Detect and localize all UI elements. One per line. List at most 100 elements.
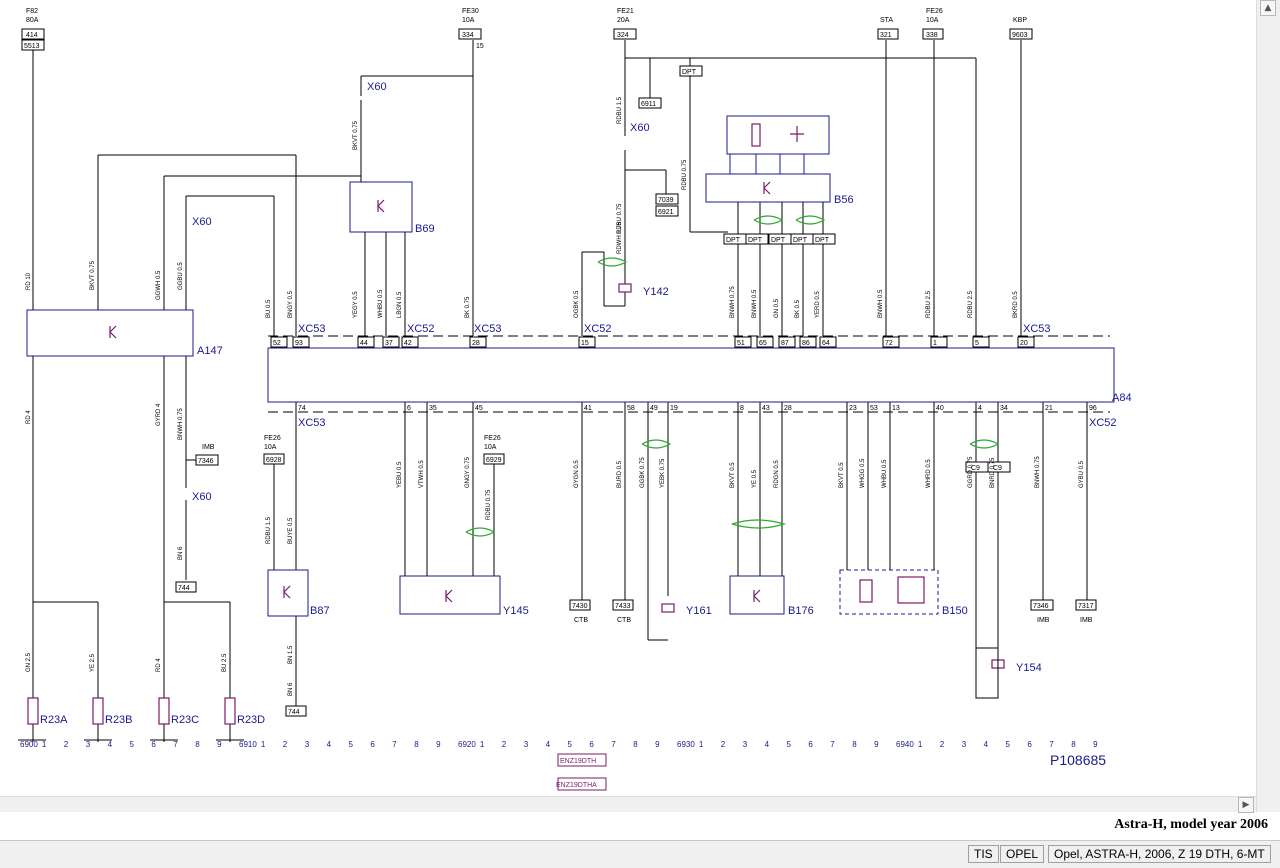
grid-number: 5 bbox=[130, 740, 135, 749]
pin-label: 58 bbox=[627, 405, 635, 412]
dpt-label: DPT bbox=[771, 237, 786, 244]
horizontal-scrollbar[interactable]: ▶ bbox=[0, 796, 1256, 813]
module-b150[interactable]: B150 bbox=[942, 605, 968, 617]
pin-label: 37 bbox=[385, 340, 393, 347]
grid-number: 6910 bbox=[239, 740, 257, 749]
module-y154[interactable]: Y154 bbox=[1016, 662, 1042, 674]
wire-label: RD 4 bbox=[156, 658, 162, 672]
fuse-name: KBP bbox=[1013, 17, 1027, 24]
wire-label: BU 2.5 bbox=[222, 653, 228, 672]
pin-box bbox=[972, 336, 990, 348]
pin-label: 42 bbox=[404, 340, 412, 347]
status-tis: TIS bbox=[968, 845, 999, 863]
pin-label: 87 bbox=[781, 340, 789, 347]
resistor-r23c[interactable]: R23C bbox=[171, 714, 199, 726]
vertical-scrollbar[interactable]: ▲ bbox=[1256, 0, 1280, 812]
grid-number: 7 bbox=[830, 740, 835, 749]
pin-label: 44 bbox=[360, 340, 368, 347]
pin-label: 52 bbox=[273, 340, 281, 347]
dpt-label: DPT bbox=[793, 237, 808, 244]
wire-label: GGBK 0.75 bbox=[640, 457, 646, 488]
ground-ref: 7346 bbox=[198, 458, 214, 465]
fuse-rating: 10A bbox=[462, 17, 475, 24]
resistor-r23d[interactable]: R23D bbox=[237, 714, 265, 726]
pin-box bbox=[799, 336, 817, 348]
status-brand: OPEL bbox=[1000, 845, 1045, 863]
fuse-pin: 15 bbox=[476, 43, 484, 50]
wire-label: WHBU 0.5 bbox=[378, 289, 384, 318]
wire-label: BU 0.5 bbox=[266, 299, 272, 318]
wire-label: WHGG 0.5 bbox=[860, 458, 866, 488]
wire-label: BK 0.5 bbox=[795, 299, 801, 318]
pin-label: 19 bbox=[670, 405, 678, 412]
wire-label: GYGN 0.5 bbox=[574, 460, 580, 488]
pin-box bbox=[756, 336, 774, 348]
module-b87[interactable]: B87 bbox=[310, 605, 330, 617]
module-b56[interactable]: B56 bbox=[834, 194, 854, 206]
pin-label: 5 bbox=[975, 340, 979, 347]
ground-ref: 744 bbox=[288, 709, 300, 716]
wire-label: OGBK 0.5 bbox=[574, 290, 580, 318]
grid-number: 3 bbox=[86, 740, 91, 749]
pin-box bbox=[882, 336, 900, 348]
ground-ref: 6928 bbox=[266, 457, 282, 464]
connector-x60: X60 bbox=[630, 122, 650, 134]
wire-label: GYRD 4 bbox=[156, 403, 162, 426]
wire-label: RDBU 1.5 bbox=[266, 516, 272, 544]
scroll-up-icon[interactable]: ▲ bbox=[1260, 0, 1276, 16]
wire-label: BKVT 0.75 bbox=[353, 120, 359, 150]
grid-number: 9 bbox=[655, 740, 660, 749]
resistor-r23a[interactable]: R23A bbox=[40, 714, 68, 726]
imb-label: IMB bbox=[202, 444, 215, 451]
wire-label: BNWH 0.5 bbox=[752, 289, 758, 318]
pin-box bbox=[357, 336, 375, 348]
grid-number: 6930 bbox=[677, 740, 695, 749]
module-b176[interactable]: B176 bbox=[788, 605, 814, 617]
resistor-r23b[interactable]: R23B bbox=[105, 714, 133, 726]
ground-ref: 744 bbox=[178, 585, 190, 592]
pin-box bbox=[401, 336, 419, 348]
fuse-box: 324 bbox=[617, 32, 629, 39]
pin-box bbox=[778, 336, 796, 348]
pin-box bbox=[270, 336, 288, 348]
wire-label: GYBU 0.5 bbox=[1079, 460, 1085, 488]
module-y161[interactable]: Y161 bbox=[686, 605, 712, 617]
ground-ref: 7346 bbox=[1033, 603, 1049, 610]
wire-label: YE 2.5 bbox=[90, 653, 96, 672]
module-y142[interactable]: Y142 bbox=[643, 286, 669, 298]
pin-box bbox=[578, 336, 596, 348]
grid-number: 4 bbox=[327, 740, 332, 749]
wire-label: BUYE 0.5 bbox=[288, 517, 294, 544]
engine-tag[interactable]: ENZ19DTH bbox=[560, 758, 596, 765]
pin-label: 13 bbox=[892, 405, 900, 412]
wire-label: BK 0.75 bbox=[465, 296, 471, 318]
grid-number: 3 bbox=[305, 740, 310, 749]
grid-number: 5 bbox=[1006, 740, 1011, 749]
fuse-box: 5513 bbox=[24, 43, 40, 50]
connector-xc53: XC53 bbox=[474, 323, 502, 335]
wire-label: RDBU 2.5 bbox=[926, 290, 932, 318]
fuse-name: FE26 bbox=[926, 8, 943, 15]
module-y145[interactable]: Y145 bbox=[503, 605, 529, 617]
ground-ref: 7039 bbox=[658, 197, 674, 204]
fuse-rating: 80A bbox=[26, 17, 39, 24]
module-a84[interactable]: A84 bbox=[1112, 392, 1132, 404]
scroll-right-icon[interactable]: ▶ bbox=[1238, 797, 1254, 813]
ground-ref: 7433 bbox=[615, 603, 631, 610]
connector-xc52: XC52 bbox=[584, 323, 612, 335]
module-a147[interactable]: A147 bbox=[197, 345, 223, 357]
wire-label: RD 4 bbox=[26, 410, 32, 424]
grid-number: 1 bbox=[480, 740, 485, 749]
diagram-viewer[interactable]: F82 80A 414 5513 FE30 10A 334 15 FE21 20… bbox=[0, 0, 1256, 796]
engine-tag[interactable]: ENZ19DTHA bbox=[556, 782, 597, 789]
module-b69[interactable]: B69 bbox=[415, 223, 435, 235]
wire-label: YERD 0.5 bbox=[815, 291, 821, 318]
grid-number: 7 bbox=[611, 740, 616, 749]
wire-label: BN 6 bbox=[178, 546, 184, 560]
pin-box bbox=[382, 336, 400, 348]
pin-label: 72 bbox=[885, 340, 893, 347]
grid-number: 4 bbox=[108, 740, 113, 749]
grid-number: 8 bbox=[414, 740, 419, 749]
grid-number: 2 bbox=[283, 740, 288, 749]
model-caption: Astra-H, model year 2006 bbox=[1114, 817, 1268, 832]
